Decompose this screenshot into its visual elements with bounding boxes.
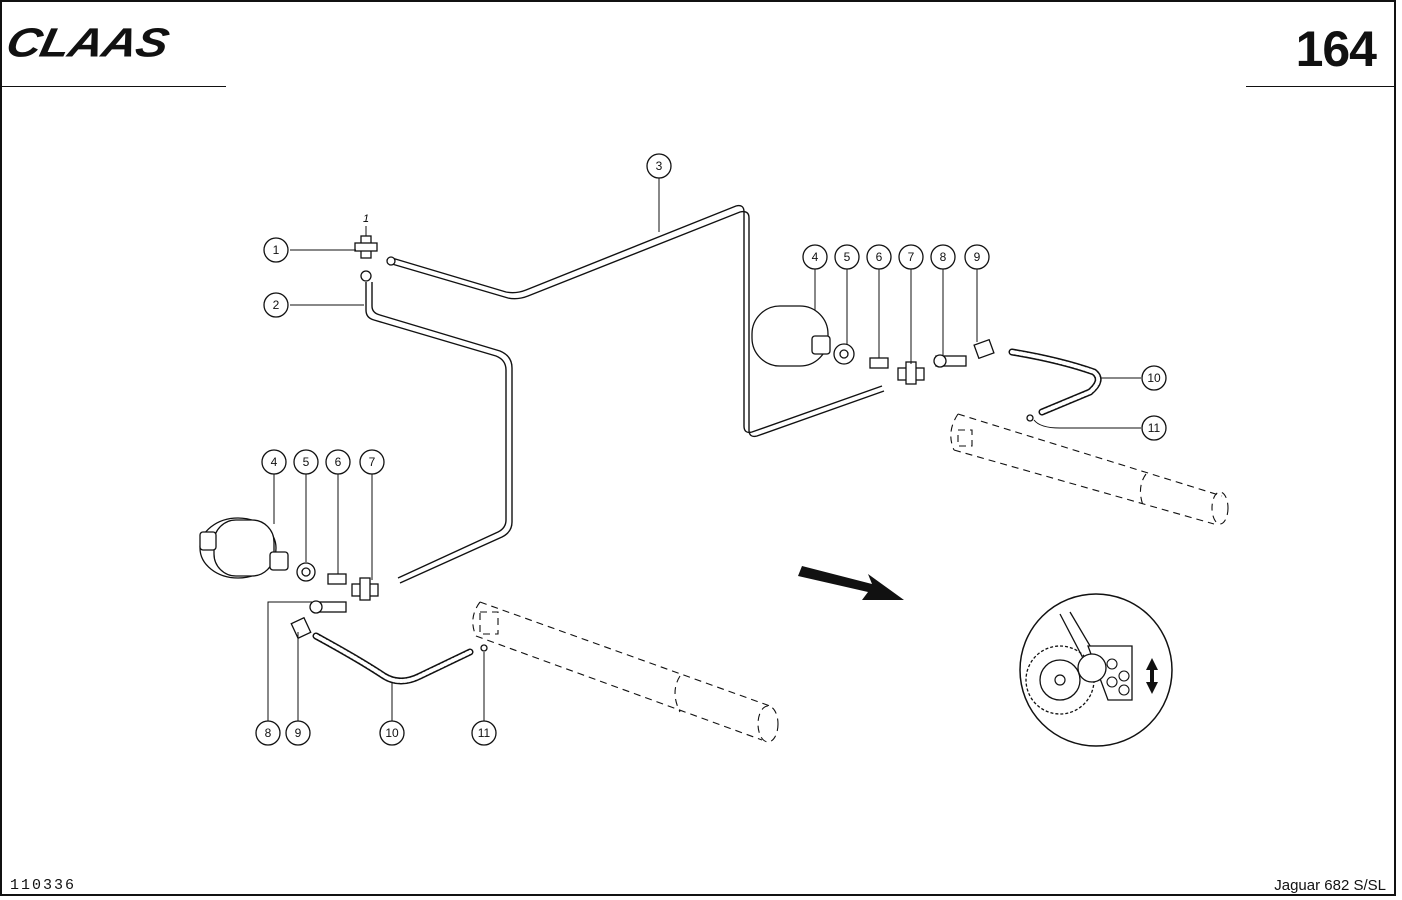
pipe-line-2-edge <box>371 282 513 584</box>
callout-left-8: 8 <box>255 601 312 746</box>
o-ring-right <box>1026 414 1034 422</box>
elbow-right <box>973 338 995 360</box>
callout-left-2: 2 <box>263 292 364 318</box>
callout-left-4: 4 <box>261 449 287 524</box>
top-mark-label: 1 <box>363 213 369 225</box>
svg-text:6: 6 <box>876 250 883 264</box>
svg-text:8: 8 <box>265 726 272 740</box>
logo-underline <box>0 86 226 87</box>
elbow-left <box>290 616 312 640</box>
pipe-line-3 <box>391 204 883 434</box>
callout-right-7: 7 <box>898 244 924 364</box>
callout-left-9: 9 <box>285 632 311 746</box>
svg-text:9: 9 <box>974 250 981 264</box>
svg-text:7: 7 <box>908 250 915 264</box>
adapter-left <box>327 573 347 585</box>
hose-left <box>312 632 474 685</box>
callout-left-11: 11 <box>471 652 497 746</box>
page-number: 164 <box>1295 21 1377 77</box>
svg-text:5: 5 <box>844 250 851 264</box>
svg-text:8: 8 <box>940 250 947 264</box>
svg-text:3: 3 <box>656 159 663 173</box>
callout-right-3: 3 <box>646 153 672 232</box>
pipe-line-3-edge <box>391 210 885 438</box>
page-number-underline <box>1246 86 1396 87</box>
adapter-right <box>869 357 889 369</box>
svg-text:9: 9 <box>295 726 302 740</box>
callout-right-11: 11 <box>1033 415 1167 441</box>
tee-fitting-top: 1 <box>354 213 378 282</box>
svg-text:2: 2 <box>273 298 280 312</box>
callout-right-10: 10 <box>1100 365 1167 391</box>
svg-text:7: 7 <box>369 455 376 469</box>
location-inset-symbol <box>1019 593 1173 747</box>
svg-text:11: 11 <box>478 726 491 740</box>
callout-left-6: 6 <box>325 449 351 574</box>
svg-text:6: 6 <box>335 455 342 469</box>
callout-right-6: 6 <box>866 244 892 358</box>
svg-text:4: 4 <box>812 250 819 264</box>
callout-right-9: 9 <box>964 244 990 342</box>
svg-text:4: 4 <box>271 455 278 469</box>
cylinder-left-dashed <box>472 601 779 743</box>
callout-left-5: 5 <box>293 449 319 562</box>
document-number: 110336 <box>10 877 77 894</box>
svg-text:1: 1 <box>273 243 280 257</box>
svg-text:5: 5 <box>303 455 310 469</box>
machine-model: Jaguar 682 S/SL <box>1274 877 1386 894</box>
travel-direction-arrow <box>798 566 904 600</box>
svg-text:11: 11 <box>1148 421 1161 435</box>
accumulator-right <box>751 305 831 367</box>
svg-text:10: 10 <box>1147 371 1161 385</box>
o-ring-left <box>480 644 488 652</box>
callout-left-10: 10 <box>379 682 405 746</box>
callout-left-1: 1 <box>263 237 356 263</box>
callout-right-8: 8 <box>930 244 956 356</box>
accumulator-left <box>199 517 289 579</box>
callout-right-4: 4 <box>802 244 828 310</box>
callout-right-5: 5 <box>834 244 860 344</box>
callout-left-7: 7 <box>359 449 385 580</box>
cylinder-right-dashed <box>950 413 1229 525</box>
svg-text:10: 10 <box>385 726 399 740</box>
pipe-line-2 <box>365 282 507 579</box>
